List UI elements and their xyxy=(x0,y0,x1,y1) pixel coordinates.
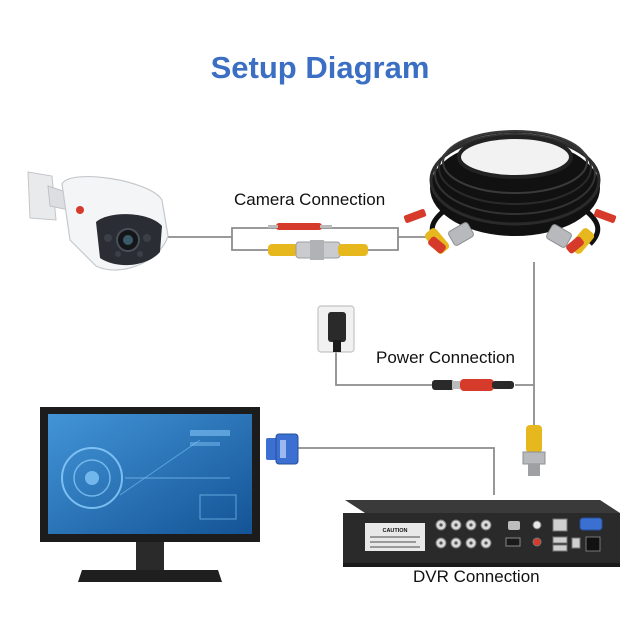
dvr-power-port xyxy=(585,536,601,552)
vga-connector xyxy=(266,433,299,465)
dvr-lan-port xyxy=(552,518,568,532)
dvr-usb-port xyxy=(552,536,568,544)
power-wire xyxy=(335,352,432,386)
camera-connection-bracket xyxy=(231,227,399,251)
connection-wires xyxy=(165,227,535,495)
camera-connection-plugs xyxy=(268,223,368,260)
camera-logo xyxy=(76,206,84,214)
monitor xyxy=(40,407,260,582)
dvr-audio-port xyxy=(508,521,520,530)
dvr-recorder: CAUTION xyxy=(343,500,620,567)
dvr-vga-port xyxy=(579,517,603,531)
page-title: Setup Diagram xyxy=(210,50,430,85)
dvr-connection-label: DVR Connection xyxy=(413,567,540,586)
bullet-camera xyxy=(27,171,169,271)
camera-connection-label: Camera Connection xyxy=(234,190,386,209)
dvr-hdmi-port xyxy=(505,537,521,547)
bnc-plug xyxy=(522,425,546,476)
power-adapter xyxy=(317,305,355,353)
power-connection-plug xyxy=(432,379,514,391)
vga-wire xyxy=(298,447,495,495)
power-connection-label: Power Connection xyxy=(376,348,515,367)
cable-coil xyxy=(403,130,617,254)
caution-text: CAUTION xyxy=(382,528,407,534)
